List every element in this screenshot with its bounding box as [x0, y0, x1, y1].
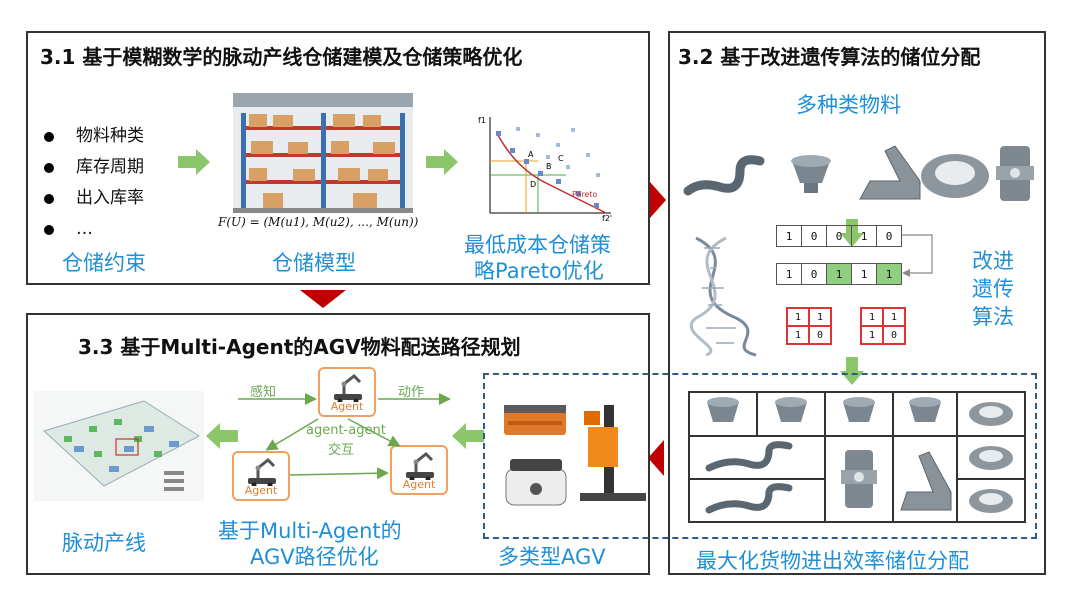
green-arrow-down-icon — [840, 357, 864, 385]
green-arrow-left-icon — [206, 423, 238, 449]
pulse-production-line-image — [34, 391, 204, 501]
panel-32-title: 3.2 基于改进遗传算法的储位分配 — [678, 45, 981, 69]
bullet-item: 出入库率 — [44, 183, 144, 214]
label-warehouse-constraint: 仓储约束 — [62, 251, 146, 275]
dashed-link-frame — [483, 373, 1037, 539]
red-arrow-down-icon — [300, 290, 346, 308]
interaction-label-line1: agent-agent — [306, 423, 386, 438]
label-pulse-production-line: 脉动产线 — [62, 531, 146, 555]
robot-arm-icon — [248, 457, 276, 486]
green-arrow-right-icon — [426, 149, 458, 175]
pareto-point-c: C — [558, 154, 564, 163]
label-strategy-line2: 略Pareto优化 — [474, 259, 604, 283]
red-arrow-left-icon — [648, 440, 664, 476]
agent-node-left: Agent — [232, 451, 290, 501]
pareto-point-a: A — [528, 150, 534, 159]
label-materials: 多种类物料 — [796, 93, 901, 117]
label-warehouse-model: 仓储模型 — [272, 251, 356, 275]
label-agv-types: 多类型AGV — [498, 545, 606, 569]
agent-label: Agent — [402, 478, 436, 491]
green-arrow-down-icon — [840, 219, 864, 247]
panel-33-title: 3.3 基于Multi-Agent的AGV物料配送路径规划 — [78, 335, 521, 359]
panel-warehouse-modeling: 3.1 基于模糊数学的脉动产线仓储建模及仓储策略优化 物料种类 库存周期 出入库… — [26, 31, 650, 285]
label-opt-line2: AGV路径优化 — [250, 545, 379, 569]
label-ga-line1: 改进 — [972, 249, 1014, 273]
pareto-point-d: D — [530, 180, 536, 189]
pareto-curve-label: Pareto — [572, 190, 598, 199]
green-arrow-right-icon — [178, 149, 210, 175]
material-parts-image — [683, 145, 1034, 201]
mutation-loop-arrow — [902, 234, 933, 277]
label-ga-line3: 算法 — [972, 305, 1014, 329]
agent-label: Agent — [244, 484, 278, 497]
pareto-f1-label: f1 — [478, 116, 486, 125]
pareto-front-plot: f1 f2' A B C D Pareto — [478, 116, 612, 223]
constraint-bullet-list: 物料种类 库存周期 出入库率 … — [44, 121, 144, 245]
interaction-label-line2: 交互 — [328, 443, 355, 458]
warehouse-shelves-image — [233, 93, 413, 213]
agent-label: Agent — [330, 400, 364, 413]
agv-vehicles-image — [504, 405, 646, 506]
agent-node-right: Agent — [390, 445, 448, 495]
green-arrow-left-icon — [452, 423, 484, 449]
action-label: 动作 — [398, 385, 425, 400]
label-max-efficiency-allocation: 最大化货物进出效率储位分配 — [696, 549, 969, 573]
warehouse-model-formula: F(U) = (M(u1), M(u2), ..., M(un)) — [218, 215, 419, 229]
robot-arm-icon — [406, 451, 434, 480]
perceive-label: 感知 — [250, 385, 277, 400]
robot-arm-icon — [334, 373, 362, 402]
label-strategy-line1: 最低成本仓储策 — [464, 233, 611, 257]
agent-interaction-arrows — [238, 393, 451, 480]
label-opt-line1: 基于Multi-Agent的 — [218, 519, 402, 543]
red-arrow-right-icon — [650, 182, 666, 218]
bullet-item: 库存周期 — [44, 152, 144, 183]
allocated-parts-image — [705, 397, 1013, 514]
dna-helix-image — [689, 236, 757, 357]
pareto-f2-label: f2' — [602, 214, 612, 223]
bullet-item: … — [44, 214, 144, 245]
label-ga-line2: 遗传 — [972, 277, 1014, 301]
storage-allocation-grid — [688, 391, 1026, 523]
panel-agv-path-planning: 3.3 基于Multi-Agent的AGV物料配送路径规划 Agent Agen… — [26, 313, 650, 575]
bullet-item: 物料种类 — [44, 121, 144, 152]
agent-node-top: Agent — [318, 367, 376, 417]
pareto-point-b: B — [546, 162, 552, 171]
panel-31-title: 3.1 基于模糊数学的脉动产线仓储建模及仓储策略优化 — [40, 45, 523, 69]
